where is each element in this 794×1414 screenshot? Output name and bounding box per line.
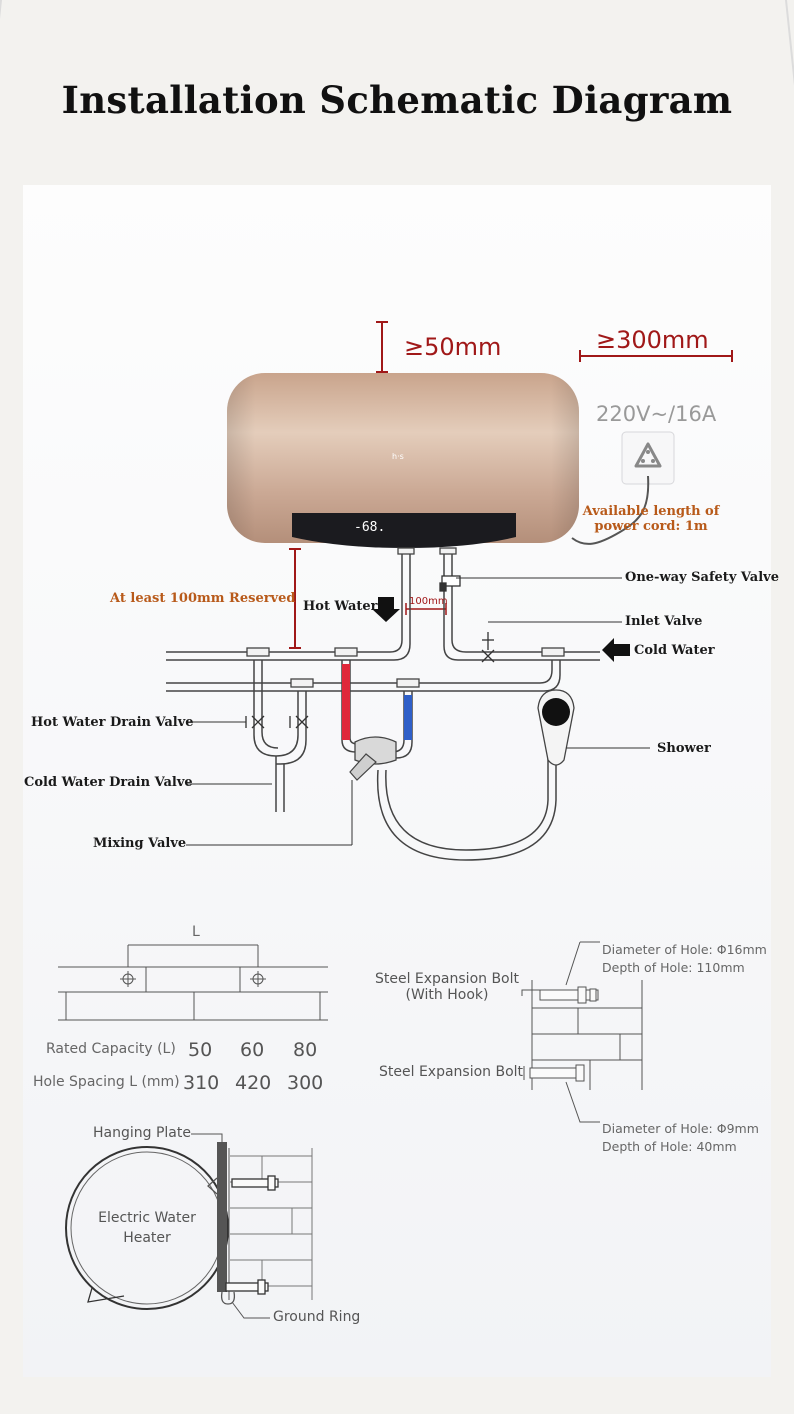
table-cell: 60 bbox=[240, 1039, 265, 1061]
inlet-valve-label: Inlet Valve bbox=[625, 614, 703, 629]
side-clearance-marker bbox=[579, 350, 733, 362]
brand-logo: h·s bbox=[392, 452, 404, 461]
cord-note-line2: power cord: 1m bbox=[594, 519, 708, 534]
piping bbox=[166, 548, 600, 861]
plain-hole-diameter: Diameter of Hole: Φ9mm bbox=[602, 1121, 759, 1136]
spacing-l-label: L bbox=[192, 924, 200, 940]
mixing-valve bbox=[349, 736, 397, 781]
hook-bolt-label: Steel Expansion Bolt (With Hook) bbox=[372, 971, 522, 1003]
pipe-spacing-label: 100mm bbox=[409, 596, 448, 607]
hole-spacing-header: Hole Spacing L (mm) bbox=[33, 1074, 180, 1090]
ground-ring-label: Ground Ring bbox=[273, 1309, 361, 1325]
mounting-plan bbox=[58, 944, 328, 1021]
hanging-plate-label: Hanging Plate bbox=[93, 1125, 191, 1141]
hot-water-label: Hot Water bbox=[303, 599, 378, 614]
cold-pipe bbox=[404, 695, 412, 740]
pipe-fittings bbox=[246, 547, 565, 688]
one-way-safety-valve-label: One-way Safety Valve bbox=[625, 570, 779, 585]
heater-side-line2: Heater bbox=[123, 1230, 171, 1246]
power-rating-label: 220V~/16A bbox=[596, 402, 717, 426]
hot-water-drain-valve-label: Hot Water Drain Valve bbox=[31, 715, 194, 730]
hook-hole-diameter: Diameter of Hole: Φ16mm bbox=[602, 942, 767, 957]
side-clearance-label: ≥300mm bbox=[596, 326, 709, 354]
power-socket bbox=[571, 431, 675, 545]
hook-hole-depth: Depth of Hole: 110mm bbox=[602, 960, 745, 975]
cord-note: Available length of power cord: 1m bbox=[576, 504, 726, 534]
rated-capacity-header: Rated Capacity (L) bbox=[46, 1041, 176, 1057]
plain-bolt-label: Steel Expansion Bolt bbox=[379, 1064, 524, 1080]
shower-label: Shower bbox=[657, 741, 711, 756]
table-cell: 50 bbox=[188, 1039, 213, 1061]
cold-water-drain-valve-label: Cold Water Drain Valve bbox=[24, 775, 193, 790]
side-view bbox=[65, 1133, 313, 1319]
cold-water-arrow bbox=[602, 638, 630, 662]
bottom-reserved-label: At least 100mm Reserved bbox=[110, 591, 296, 606]
cord-note-line1: Available length of bbox=[582, 504, 720, 519]
table-cell: 310 bbox=[183, 1072, 220, 1094]
mixing-valve-label: Mixing Valve bbox=[93, 836, 187, 851]
leader-lines bbox=[186, 577, 650, 846]
page-title: Installation Schematic Diagram bbox=[61, 78, 733, 122]
hook-bolt-line2: (With Hook) bbox=[405, 987, 489, 1003]
pipe-spacing-marker bbox=[405, 603, 447, 615]
top-clearance-marker bbox=[376, 321, 388, 373]
table-cell: 80 bbox=[293, 1039, 318, 1061]
table-cell: 300 bbox=[287, 1072, 324, 1094]
hot-pipe bbox=[342, 664, 350, 740]
bolt-wall bbox=[521, 941, 643, 1123]
hook-bolt-line1: Steel Expansion Bolt bbox=[374, 971, 520, 987]
heater-display: -68. bbox=[354, 520, 386, 535]
water-heater: h·s bbox=[227, 373, 579, 548]
hot-water-arrow bbox=[372, 597, 400, 622]
plain-hole-depth: Depth of Hole: 40mm bbox=[602, 1139, 737, 1154]
bottom-reserved-marker bbox=[289, 548, 301, 649]
shower-head bbox=[537, 689, 575, 766]
top-clearance-label: ≥50mm bbox=[404, 333, 502, 361]
heater-side-line1: Electric Water bbox=[98, 1210, 196, 1226]
table-cell: 420 bbox=[235, 1072, 272, 1094]
heater-side-label: Electric Water Heater bbox=[87, 1208, 207, 1248]
valves bbox=[245, 575, 495, 729]
cold-water-label: Cold Water bbox=[634, 643, 715, 658]
